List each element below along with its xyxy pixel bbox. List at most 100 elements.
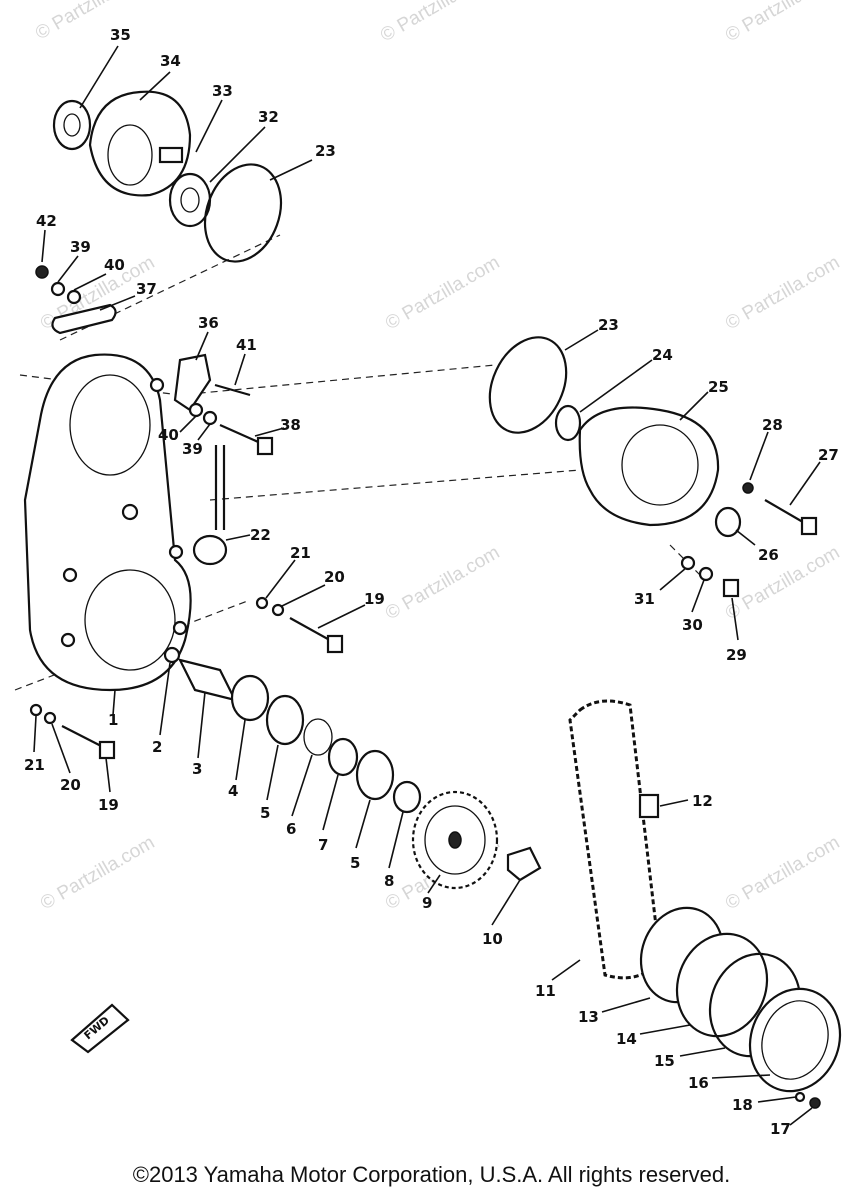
- leader: [179, 415, 197, 433]
- leader: [41, 229, 46, 263]
- leader: [195, 99, 223, 153]
- callout-21b: 21: [24, 756, 45, 774]
- callout-labels: 35 34 33 32 23 42 39 40 37 36 41 40 39 3…: [24, 26, 839, 1138]
- lower-bore: [84, 569, 176, 671]
- watermark: © Partzilla.com: [382, 542, 503, 624]
- washer-21b: [29, 703, 43, 717]
- oil-seal-4: [230, 674, 270, 722]
- bearing-32: [168, 172, 212, 228]
- callout-4: 4: [228, 782, 238, 800]
- cover-16-inner: [761, 1000, 829, 1080]
- watermark: © Partzilla.com: [722, 0, 843, 46]
- leader: [491, 879, 521, 926]
- leader: [731, 597, 739, 641]
- pipe-22: [192, 445, 228, 566]
- leader: [159, 662, 171, 736]
- shaft-33: [158, 146, 184, 164]
- pipe-22-elbow: [192, 534, 228, 566]
- washer-31: [680, 555, 696, 571]
- bearing-5: [265, 694, 305, 746]
- leader-lines: [33, 45, 821, 1126]
- leader: [691, 579, 705, 613]
- bolt-19-head: [326, 634, 344, 654]
- boss: [168, 544, 184, 560]
- seal-24: [554, 404, 582, 442]
- leader: [711, 1074, 771, 1079]
- callout-42: 42: [36, 212, 57, 230]
- callout-20: 20: [324, 568, 345, 586]
- leader: [789, 1107, 813, 1126]
- leader: [79, 45, 119, 109]
- callout-29: 29: [726, 646, 747, 664]
- bearing-housing-34: [88, 90, 192, 197]
- boss: [121, 503, 139, 521]
- washer-28: [742, 482, 754, 494]
- callout-21: 21: [290, 544, 311, 562]
- callout-32: 32: [258, 108, 279, 126]
- callout-27: 27: [818, 446, 839, 464]
- leader: [51, 723, 71, 774]
- callout-8: 8: [384, 872, 394, 890]
- washer-30: [698, 566, 714, 582]
- callout-23: 23: [315, 142, 336, 160]
- watermark: © Partzilla.com: [37, 832, 158, 914]
- bolt-29: [722, 578, 740, 598]
- callout-18: 18: [732, 1096, 753, 1114]
- leader: [195, 331, 209, 361]
- assembly-line: [209, 469, 581, 501]
- circlip-6: [303, 718, 333, 756]
- callout-26: 26: [758, 546, 779, 564]
- bolt-41: [214, 383, 251, 397]
- front-arrow-icon: [70, 1003, 130, 1054]
- leader: [105, 757, 111, 793]
- callout-30: 30: [682, 616, 703, 634]
- callout-3: 3: [192, 760, 202, 778]
- bolt-set-lower: [29, 703, 116, 760]
- leader: [749, 431, 769, 481]
- watermark: © Partzilla.com: [722, 252, 843, 334]
- washer-20b: [43, 711, 57, 725]
- cover-14: [675, 932, 769, 1038]
- leader: [551, 959, 581, 981]
- callout-11: 11: [535, 982, 556, 1000]
- leader: [427, 874, 441, 894]
- washer-21: [255, 596, 269, 610]
- leader: [197, 691, 206, 759]
- bolt-27: [764, 499, 809, 526]
- leader: [281, 584, 326, 607]
- callout-9: 9: [422, 894, 432, 912]
- bearing-32-bore: [180, 187, 200, 213]
- callout-5: 5: [260, 804, 270, 822]
- boss: [172, 620, 188, 636]
- leader: [757, 1096, 797, 1103]
- callout-5b: 5: [350, 854, 360, 872]
- leader: [99, 295, 136, 311]
- callout-35: 35: [110, 26, 131, 44]
- oil-seal-35: [52, 99, 92, 151]
- watermark: © Partzilla.com: [382, 252, 503, 334]
- chain-case-cover-1: [23, 353, 192, 692]
- leader: [112, 689, 116, 716]
- callout-19b: 19: [98, 796, 119, 814]
- bolt-19b-head: [98, 740, 116, 760]
- callout-22: 22: [250, 526, 271, 544]
- plate-hardware: [35, 265, 117, 335]
- leader: [789, 461, 821, 506]
- callout-17: 17: [770, 1120, 791, 1138]
- leader: [254, 427, 285, 437]
- tensioner-12: [638, 793, 660, 819]
- callout-16: 16: [688, 1074, 709, 1092]
- leader: [33, 715, 37, 753]
- housing-25: [578, 406, 720, 527]
- callout-41: 41: [236, 336, 257, 354]
- callout-39b: 39: [182, 440, 203, 458]
- bracket-36: [173, 353, 212, 412]
- watermark: © Partzilla.com: [377, 0, 498, 46]
- spacer-8: [392, 780, 422, 814]
- callout-6: 6: [286, 820, 296, 838]
- boss: [62, 567, 78, 583]
- bearing-housing-assembly: [52, 90, 283, 263]
- leader: [639, 1024, 691, 1035]
- callout-7: 7: [318, 836, 328, 854]
- callout-40b: 40: [158, 426, 179, 444]
